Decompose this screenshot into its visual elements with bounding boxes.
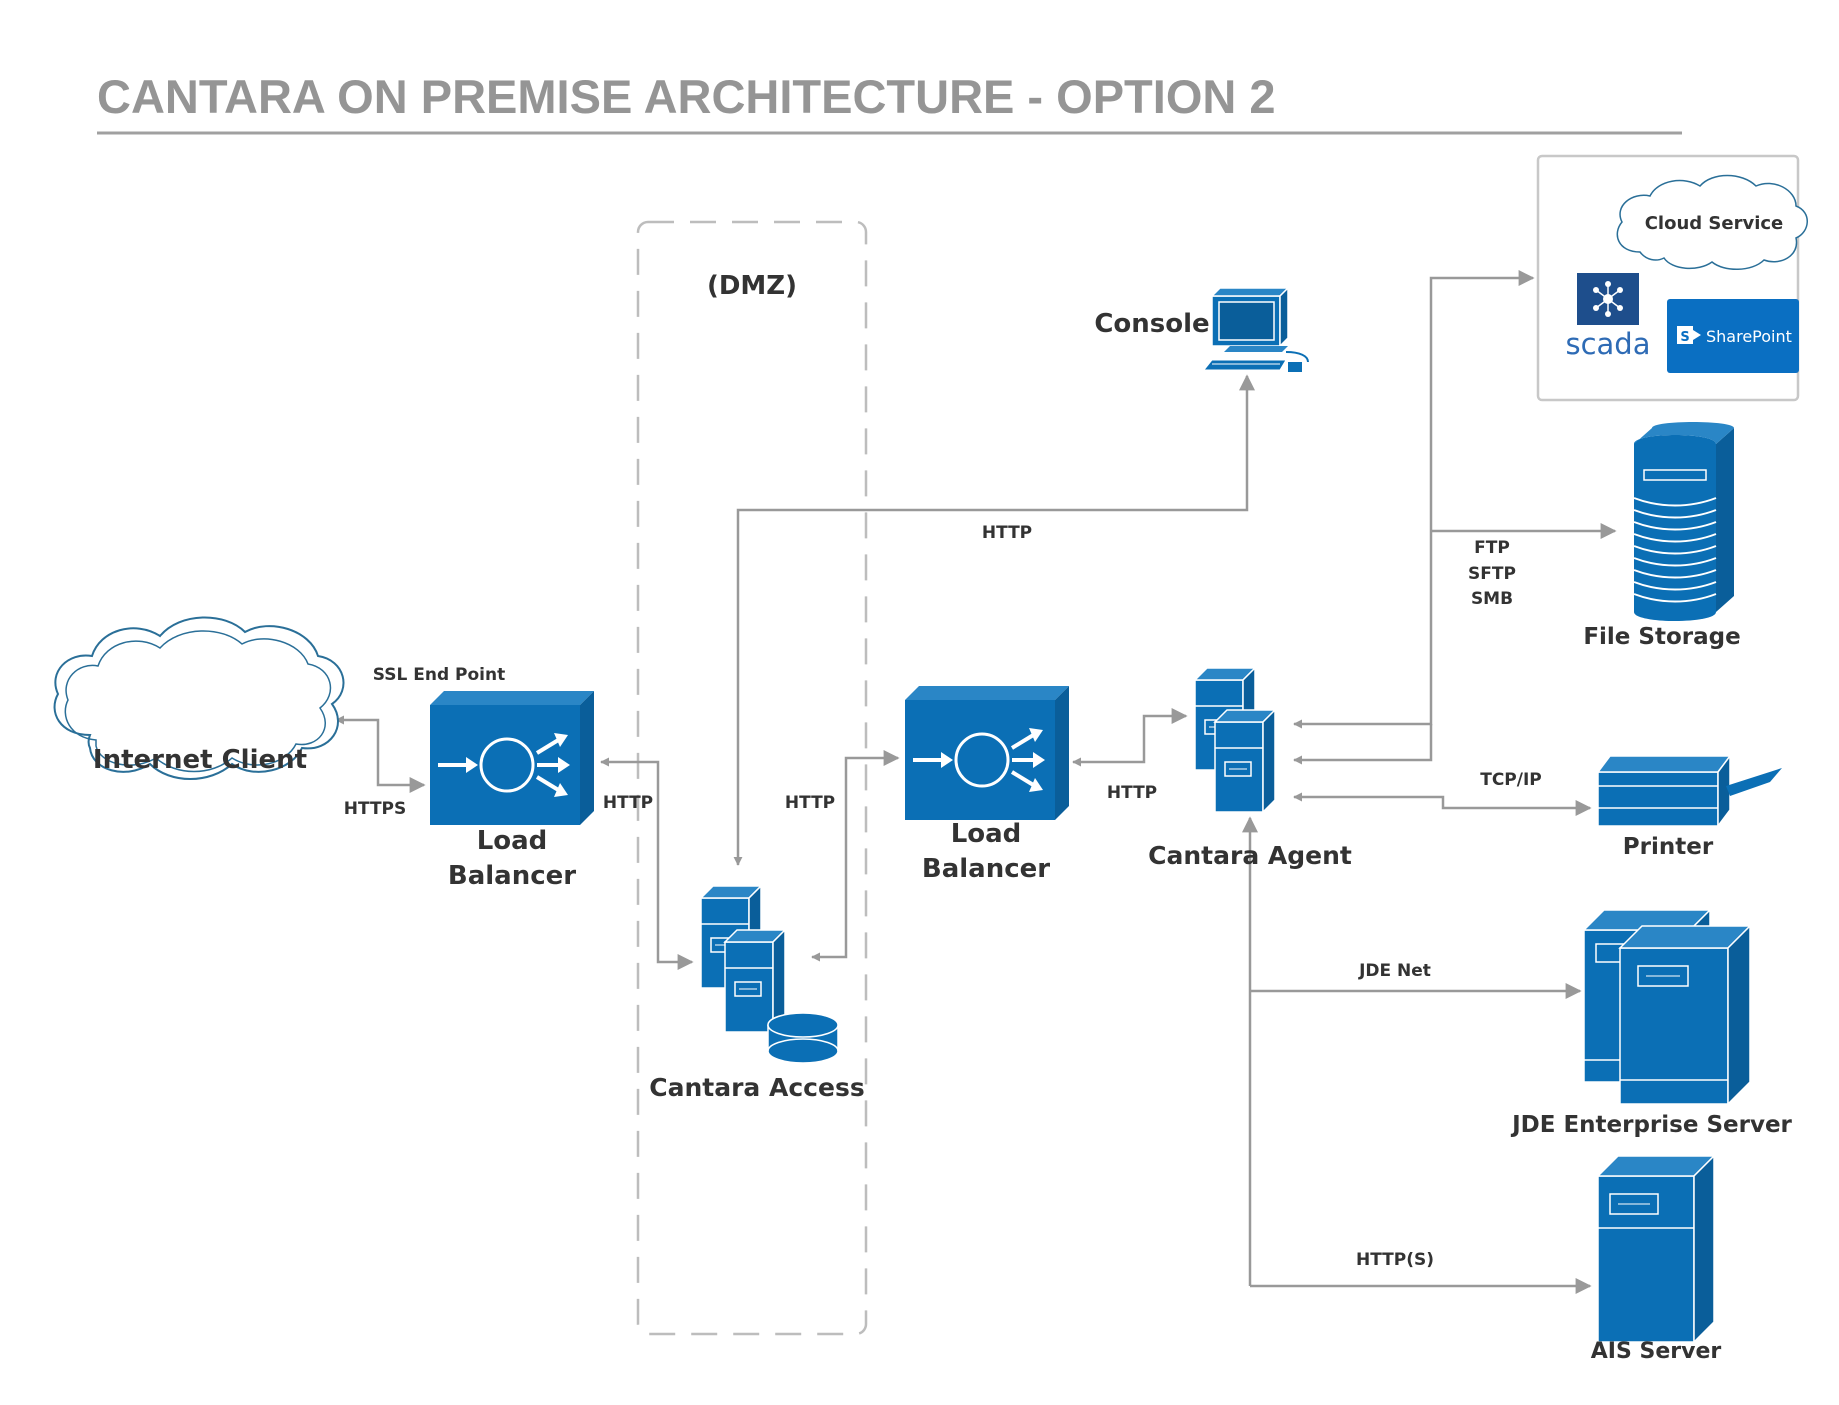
tcpip-label: TCP/IP xyxy=(1480,770,1542,790)
printer-icon xyxy=(1596,753,1782,829)
http-label-console: HTTP xyxy=(982,523,1032,543)
scada-logo: scada xyxy=(1565,273,1651,361)
load-balancer-1-label-line2: Balancer xyxy=(448,861,576,891)
cloud-service-label: Cloud Service xyxy=(1645,213,1784,234)
ais-server-icon xyxy=(1596,1154,1716,1344)
http-label-lb-access: HTTP xyxy=(603,793,653,813)
load-balancer-2-label-line1: Load xyxy=(951,819,1022,849)
connector-agent-trunk2 xyxy=(1293,724,1433,765)
smb-label: SMB xyxy=(1471,589,1513,609)
ftp-label: FTP xyxy=(1474,538,1510,558)
https-label: HTTPS xyxy=(344,799,407,819)
connector-agent-cloud xyxy=(1293,270,1535,729)
scada-label: scada xyxy=(1565,327,1650,361)
ais-server-label: AIS Server xyxy=(1591,1339,1722,1364)
https-s-label: HTTP(S) xyxy=(1356,1250,1434,1270)
connector-lb-access xyxy=(600,757,694,970)
sharepoint-logo: S SharePoint xyxy=(1667,299,1799,373)
console-computer-icon xyxy=(1202,286,1309,372)
connector-access-lb2 xyxy=(811,750,900,962)
jde-enterprise-server-label: JDE Enterprise Server xyxy=(1510,1112,1792,1138)
sftp-label: SFTP xyxy=(1468,564,1516,584)
jde-enterprise-server-icon xyxy=(1582,908,1752,1106)
cantara-agent-servers xyxy=(1194,667,1276,813)
ssl-end-point-label: SSL End Point xyxy=(373,665,505,685)
svg-text:S: S xyxy=(1680,330,1689,345)
file-storage-label: File Storage xyxy=(1583,624,1740,650)
connector-lb2-agent xyxy=(1072,708,1188,767)
dmz-label: (DMZ) xyxy=(707,271,797,301)
connector-access-console xyxy=(733,374,1255,866)
http-label-access-lb2: HTTP xyxy=(785,793,835,813)
cloud-service-cloud: Cloud Service xyxy=(1616,174,1808,270)
page-title: CANTARA ON PREMISE ARCHITECTURE - OPTION… xyxy=(97,70,1276,123)
console-label: Console xyxy=(1094,309,1209,339)
load-balancer-2-label-line2: Balancer xyxy=(922,854,1050,884)
jde-net-label: JDE Net xyxy=(1358,961,1431,981)
connector-agent-printer xyxy=(1293,792,1592,816)
http-label-lb2-agent: HTTP xyxy=(1107,783,1157,803)
load-balancer-1-label-line1: Load xyxy=(477,826,548,856)
load-balancer-2 xyxy=(903,684,1071,822)
cantara-access-servers xyxy=(700,885,839,1064)
file-storage-icon xyxy=(1633,422,1734,621)
printer-label: Printer xyxy=(1623,834,1714,860)
sharepoint-label: SharePoint xyxy=(1706,327,1792,346)
internet-client-label: Internet Client xyxy=(93,745,307,775)
connector-client-lb xyxy=(335,715,426,793)
cantara-agent-label: Cantara Agent xyxy=(1148,841,1352,870)
cantara-access-label: Cantara Access xyxy=(649,1073,864,1102)
internet-client-cloud: Internet Client xyxy=(53,616,345,780)
load-balancer-1 xyxy=(428,689,596,827)
dmz-zone xyxy=(636,220,868,1336)
